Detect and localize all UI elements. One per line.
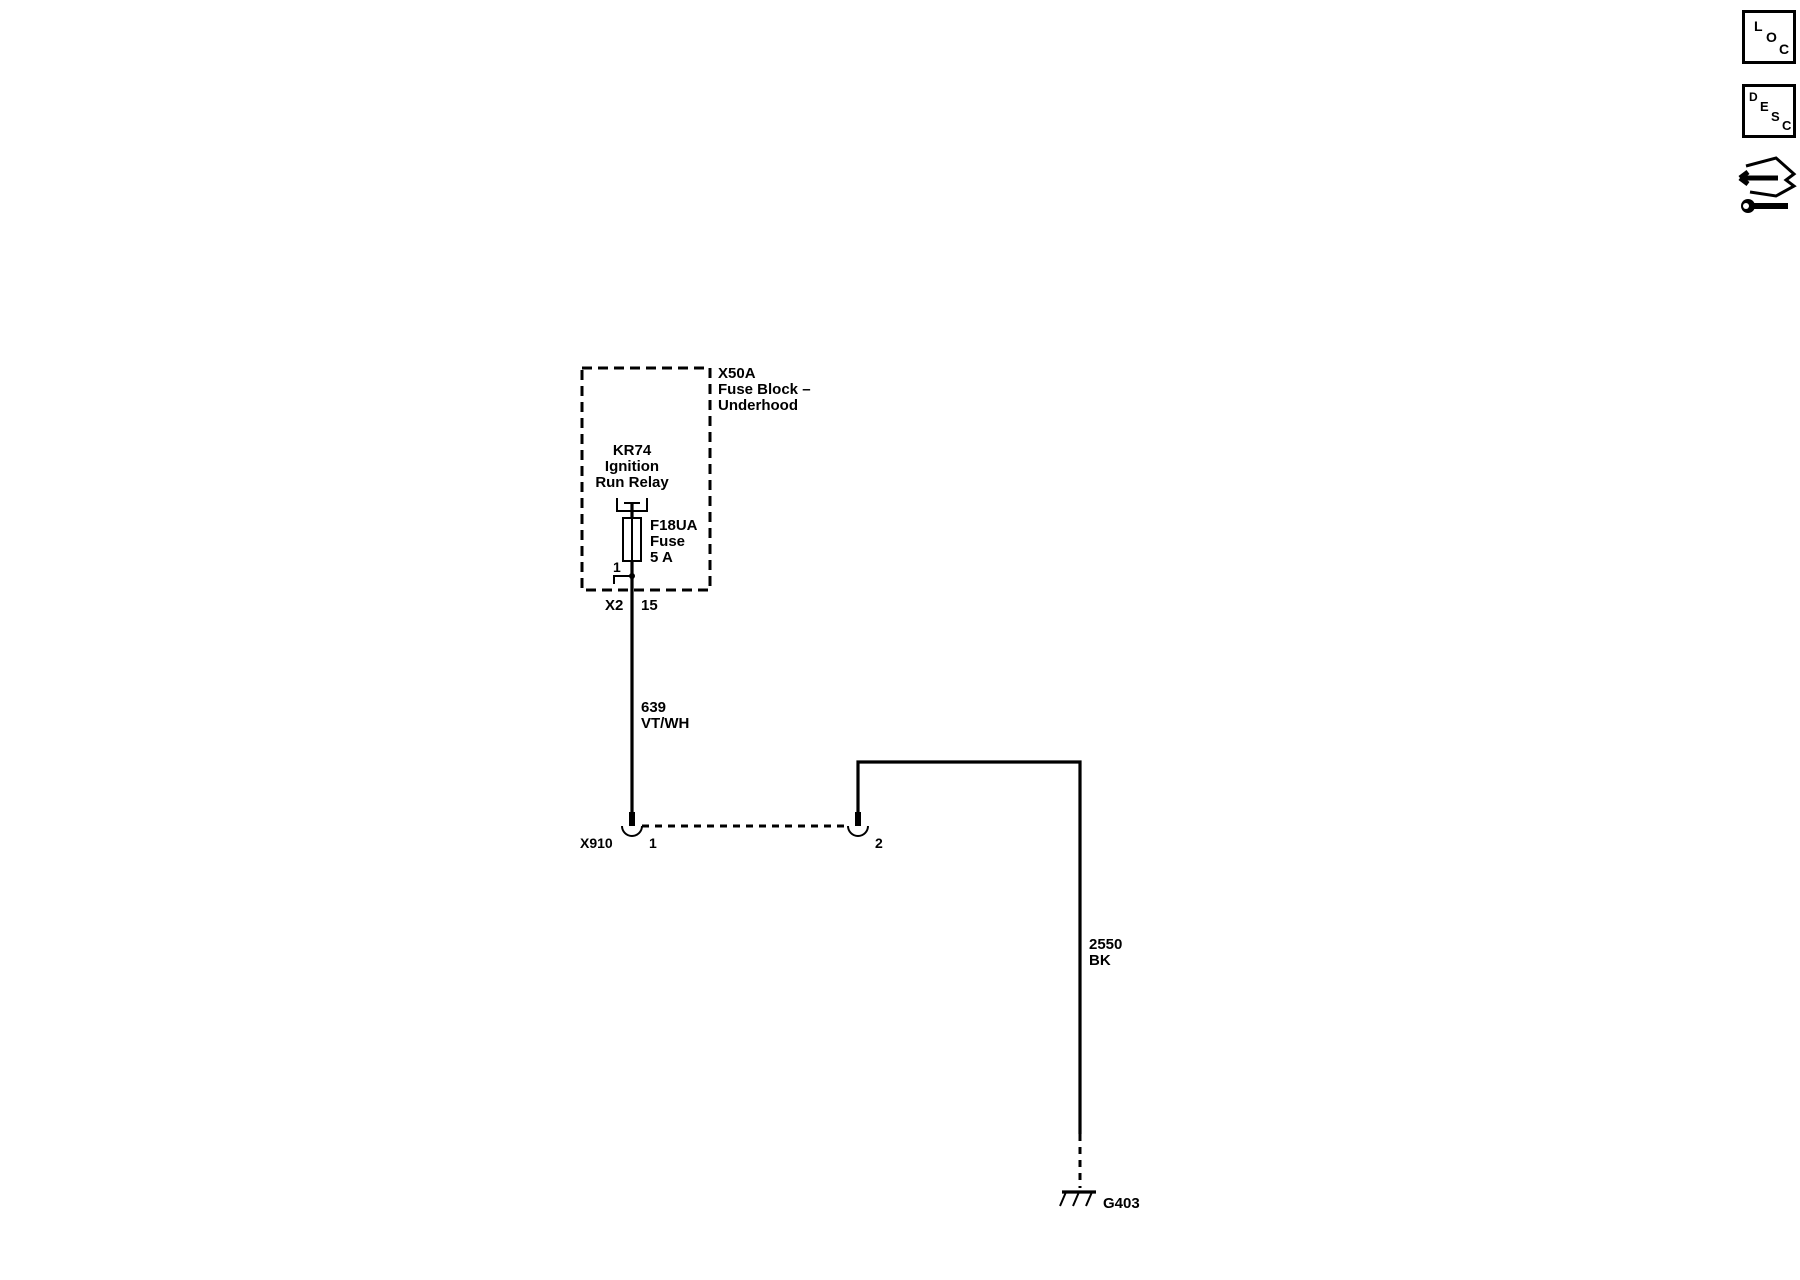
relay-line1: Ignition [605,458,659,475]
desc-letter-e: E [1760,99,1769,114]
connector-x910-pin1 [621,812,643,837]
connector-x910-id: X910 [580,835,613,851]
ground-id: G403 [1103,1195,1140,1212]
description-button[interactable]: D E S C [1742,84,1796,138]
fuse-block-id: X50A [718,365,756,382]
fuse-id: F18UA [650,517,698,534]
relay-line2: Run Relay [595,474,669,491]
loc-letter-o: O [1766,29,1777,45]
loc-letter-l: L [1754,18,1763,34]
wire-639-circuit: 639 [641,699,666,716]
connector-x910-pin-a: 1 [649,835,657,851]
fuse-block-name-line2: Underhood [718,397,798,414]
connector-wrench-icon[interactable] [1736,156,1798,222]
fuse-block-name-line1: Fuse Block – [718,381,811,398]
wire-2550 [856,760,1082,1134]
desc-letter-d: D [1749,90,1758,104]
wire-2550-circuit: 2550 [1089,936,1122,953]
location-button[interactable]: L O C [1742,10,1796,64]
ground-symbol [1059,1190,1096,1207]
fuse-line1: Fuse [650,533,685,550]
connector-x2-pin: 15 [641,597,658,614]
relay-contact-symbol [616,498,648,518]
desc-letter-c: C [1782,118,1792,133]
relay-pin-label: 1 [613,559,621,575]
connector-x2-id: X2 [605,597,623,614]
fuse-rating: 5 A [650,549,673,566]
relay-id: KR74 [613,442,652,459]
loc-letter-c: C [1779,41,1790,57]
connector-x910-pin-b: 2 [875,835,883,851]
desc-letter-s: S [1771,109,1780,124]
wire-639-color: VT/WH [641,715,689,732]
relay-pin-lead [613,575,632,584]
fuse-block-outline [580,366,712,592]
connector-x910-pin2 [847,812,869,837]
wire-2550-color: BK [1089,952,1111,969]
